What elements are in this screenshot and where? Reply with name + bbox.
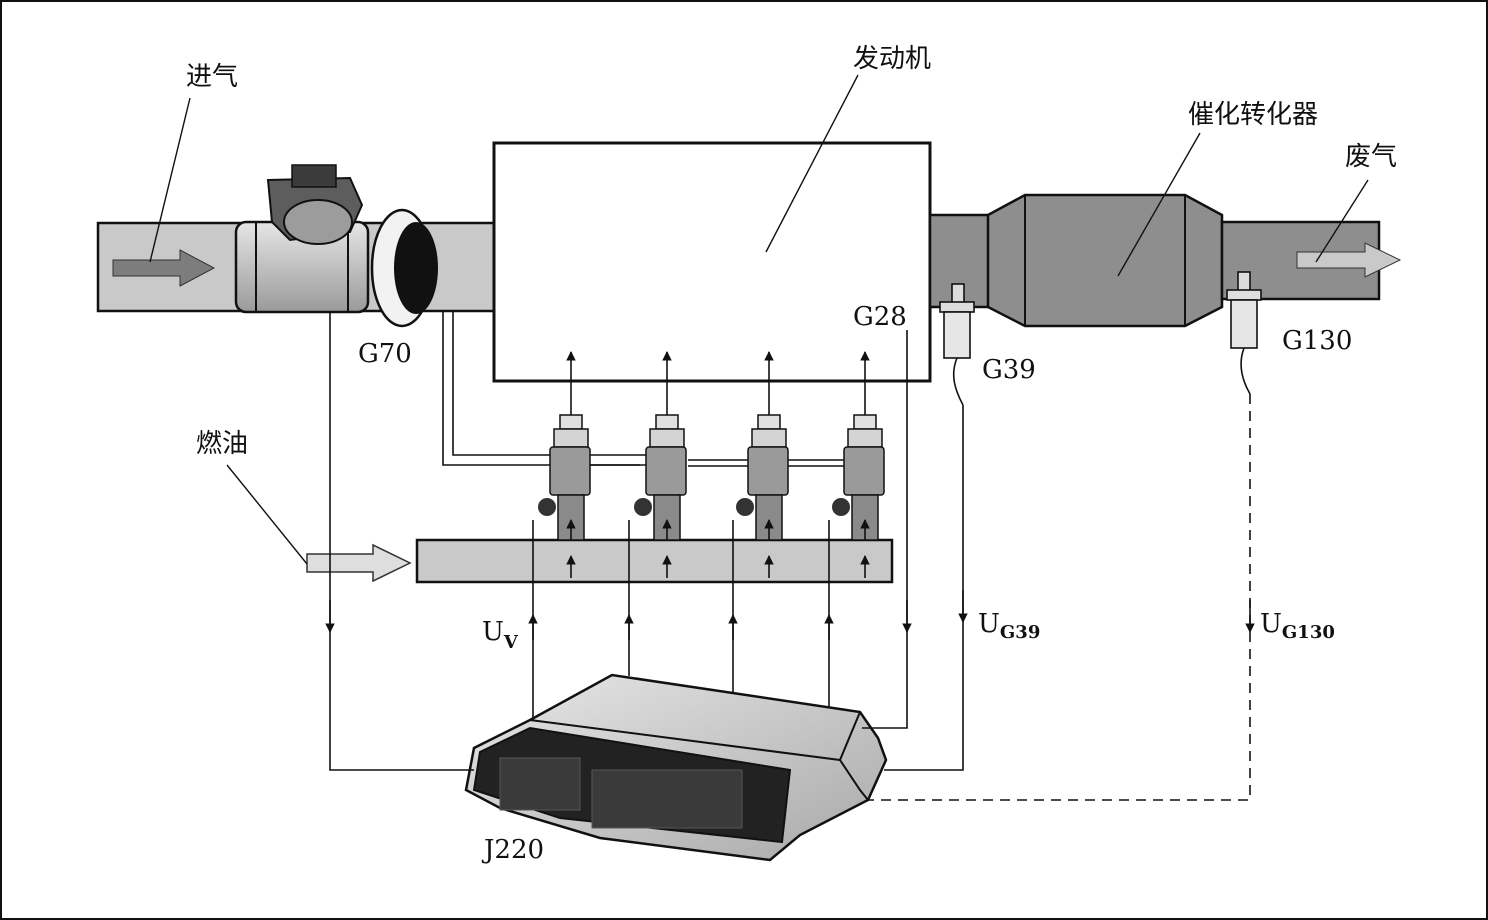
- exhaust-pipe: [928, 193, 1402, 328]
- fuel-rail: [415, 538, 894, 584]
- o2-rear-label: G130: [1282, 326, 1352, 356]
- exhaust-label: 废气: [1345, 142, 1397, 172]
- g130-signal-wire: [866, 394, 1251, 801]
- injector-2: [634, 414, 687, 541]
- ecu-unit: [464, 673, 888, 862]
- o2-sensor-front: [939, 283, 975, 406]
- injector-4: [832, 414, 885, 541]
- ecu-label: J220: [481, 835, 544, 865]
- temp-sensor-label: G28: [853, 302, 907, 332]
- injector-1: [538, 414, 591, 541]
- o2-front-label: G39: [982, 355, 1036, 385]
- engine-leader: [765, 74, 859, 253]
- catalyst-label: 催化转化器: [1188, 100, 1318, 130]
- intake-leader: [149, 97, 191, 263]
- g39-signal-wire: [884, 405, 964, 771]
- catalytic-converter: [986, 193, 1224, 328]
- ug39-label: UG39: [978, 609, 1040, 643]
- exhaust-leader: [1315, 179, 1369, 263]
- g28-signal-wire: [862, 330, 908, 729]
- engine-block: [492, 141, 932, 383]
- uv-label: UV: [482, 617, 519, 653]
- maf-sensor-label: G70: [358, 339, 412, 369]
- exhaust-arrow-icon: [1296, 242, 1402, 278]
- ug130-label: UG130: [1260, 609, 1335, 643]
- engine-label: 发动机: [853, 44, 931, 74]
- injector-3: [736, 414, 789, 541]
- maf-sensor: [234, 164, 438, 328]
- fuel-arrow-icon: [306, 543, 412, 583]
- o2-sensor-rear: [1226, 271, 1262, 395]
- fuel-label: 燃油: [196, 429, 248, 459]
- g70-signal-wire: [329, 311, 474, 771]
- fuel-leader: [226, 464, 308, 565]
- intake-label: 进气: [186, 62, 238, 92]
- catalyst-leader: [1117, 132, 1201, 277]
- intake-arrow-icon: [112, 249, 216, 287]
